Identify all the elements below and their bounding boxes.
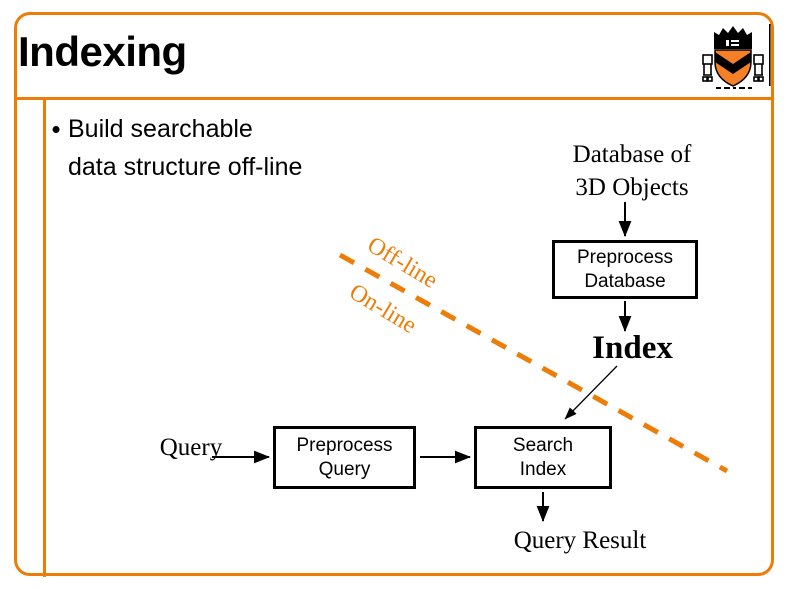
box-preprocess-database-line2: Database bbox=[584, 270, 666, 292]
box-preprocess-database[interactable]: Preprocess Database bbox=[552, 240, 698, 299]
box-preprocess-query-line2: Query bbox=[318, 458, 371, 480]
list-item: • Build searchable data structure off-li… bbox=[44, 110, 464, 186]
slide-title-bar bbox=[14, 12, 774, 100]
bullet-line-2: data structure off-line bbox=[68, 153, 303, 181]
arrow-index-to-search-index bbox=[564, 365, 618, 420]
database-of-line: Database of bbox=[572, 141, 692, 168]
box-preprocess-database-line1: Preprocess bbox=[576, 246, 674, 268]
box-search-index-line2: Index bbox=[519, 458, 567, 480]
query-result-label: Query Result bbox=[513, 527, 647, 554]
box-preprocess-query-line1: Preprocess bbox=[296, 434, 393, 456]
bullet-marker-icon: • bbox=[51, 114, 61, 144]
offline-online-divider bbox=[338, 252, 729, 474]
box-preprocess-query[interactable]: Preprocess Query bbox=[273, 426, 416, 489]
bullet-list: • Build searchable data structure off-li… bbox=[44, 110, 464, 186]
three-d-objects-line: 3D Objects bbox=[575, 174, 689, 201]
bullet-text-wrapper: Build searchable data structure off-line bbox=[68, 110, 302, 186]
content-accent-rule bbox=[43, 100, 46, 577]
index-label: Index bbox=[592, 330, 673, 366]
box-search-index[interactable]: Search Index bbox=[474, 426, 612, 489]
database-of-3d-objects-label: Database of 3D Objects bbox=[542, 138, 722, 204]
princeton-shield-logo bbox=[700, 22, 776, 92]
page-title: Indexing bbox=[18, 28, 187, 75]
slide-frame bbox=[14, 12, 774, 576]
bullet-line-1: Build searchable bbox=[68, 115, 253, 143]
box-search-index-line1: Search bbox=[512, 434, 574, 456]
query-label: Query bbox=[159, 434, 223, 461]
